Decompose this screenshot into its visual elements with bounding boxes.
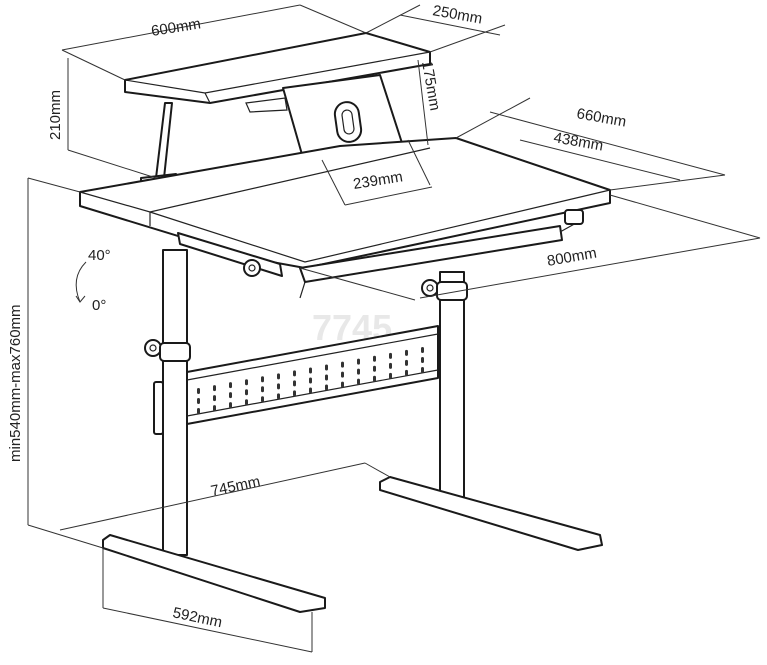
dim-desk-depth: 660mm (575, 105, 627, 130)
crossbar-hole (405, 359, 408, 366)
crossbar-hole (245, 389, 248, 396)
crossbar-hole (309, 367, 312, 374)
crossbar-hole (261, 386, 264, 393)
crossbar-hole (341, 361, 344, 368)
desk-top (79, 137, 611, 269)
crossbar-hole (229, 402, 232, 409)
left-leg (153, 249, 191, 556)
dim-frame-width: 745mm (209, 473, 261, 500)
crossbar-hole (373, 365, 376, 372)
crossbar-hole (293, 380, 296, 387)
crossbar-hole (421, 346, 424, 353)
crossbar-hole (213, 385, 216, 392)
crossbar-hole (309, 377, 312, 384)
crossbar-hole (261, 376, 264, 383)
dim-lines (27, 4, 761, 653)
crossbar-hole (277, 393, 280, 400)
crossbar-hole (197, 398, 200, 404)
crossbar-hole (229, 392, 232, 399)
crossbar-hole (309, 387, 312, 394)
dim-shelf-height: 210mm (47, 90, 64, 140)
crossbar-hole (293, 370, 296, 377)
dim-tilt-max: 40° (88, 247, 111, 264)
crossbar-hole (373, 375, 376, 382)
dim-height-range: min540mm-max760mm (7, 304, 24, 462)
crossbar-hole (197, 388, 200, 394)
crossbar-hole (357, 378, 360, 385)
crossbar-hole (405, 349, 408, 356)
crossbar (186, 325, 439, 425)
crossbar-hole (405, 369, 408, 376)
crossbar-hole (357, 358, 360, 365)
dim-tilt-min: 0° (92, 297, 106, 314)
height-knob (144, 339, 162, 357)
dim-top-shelf-depth: 250mm (431, 2, 483, 27)
crossbar-hole (293, 390, 296, 397)
crossbar-hole (245, 399, 248, 406)
crossbar-hole (389, 362, 392, 369)
tablet-stand (245, 74, 403, 159)
tilt-knob (243, 259, 261, 277)
crossbar-hole (229, 382, 232, 389)
right-foot (379, 476, 603, 551)
crossbar-hole (389, 372, 392, 379)
dim-foot-depth: 592mm (171, 604, 223, 631)
crossbar-hole (373, 355, 376, 362)
crossbar-hole (325, 364, 328, 371)
dim-main-panel-depth: 438mm (552, 129, 604, 154)
dim-desk-width: 800mm (546, 245, 598, 270)
crossbar-hole (261, 396, 264, 403)
right-leg (436, 271, 468, 498)
crossbar-hole (277, 383, 280, 390)
shelf-leg (140, 102, 177, 187)
crossbar-hole (325, 374, 328, 381)
right-knob (421, 279, 439, 297)
crossbar-hole (213, 395, 216, 402)
dim-stand-height: 175mm (418, 60, 443, 112)
left-foot (102, 534, 326, 613)
crossbar-holes (197, 346, 424, 414)
crossbar-hole (197, 408, 200, 414)
crossbar-hole (341, 381, 344, 388)
crossbar-hole (341, 371, 344, 378)
crossbar-hole (277, 373, 280, 380)
dim-top-shelf-width: 600mm (150, 15, 202, 40)
crossbar-hole (421, 366, 424, 373)
crossbar-hole (213, 405, 216, 412)
crossbar-hole (389, 352, 392, 359)
crossbar-hole (357, 368, 360, 375)
crossbar-hole (245, 379, 248, 386)
crossbar-hole (325, 384, 328, 391)
crossbar-hole (421, 356, 424, 363)
